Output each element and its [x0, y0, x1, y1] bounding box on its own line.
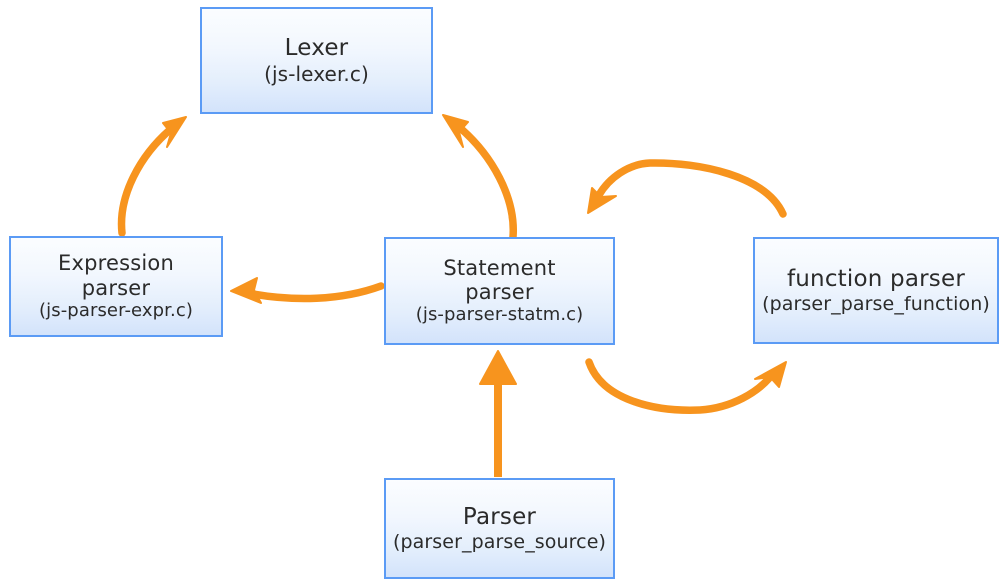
- edge-expression-to-lexer: [117, 116, 187, 237]
- node-statement-parser-subtitle: (js-parser-statm.c): [415, 304, 584, 326]
- node-expression-parser-subtitle: (js-parser-expr.c): [39, 299, 193, 321]
- node-lexer[interactable]: Lexer (js-lexer.c): [200, 7, 433, 114]
- node-function-parser[interactable]: function parser (parser_parse_function): [753, 237, 999, 344]
- node-statement-parser[interactable]: Statement parser (js-parser-statm.c): [384, 237, 615, 345]
- edge-parser-to-statement: [479, 350, 517, 477]
- node-parser-title: Parser: [462, 503, 537, 530]
- edge-function-to-statement: [587, 159, 787, 218]
- node-statement-parser-title: Statement parser: [443, 255, 556, 305]
- edge-statement-to-lexer: [442, 114, 517, 241]
- node-parser[interactable]: Parser (parser_parse_source): [384, 478, 615, 579]
- node-parser-subtitle: (parser_parse_source): [392, 531, 607, 554]
- edge-statement-to-expression: [230, 277, 385, 304]
- node-expression-parser[interactable]: Expression parser (js-parser-expr.c): [9, 236, 223, 337]
- node-expression-parser-title: Expression parser: [58, 251, 174, 300]
- node-lexer-title: Lexer: [284, 35, 349, 62]
- edge-statement-to-function: [585, 358, 787, 414]
- node-function-parser-title: function parser: [786, 265, 965, 292]
- node-lexer-subtitle: (js-lexer.c): [264, 61, 369, 86]
- node-function-parser-subtitle: (parser_parse_function): [762, 293, 990, 316]
